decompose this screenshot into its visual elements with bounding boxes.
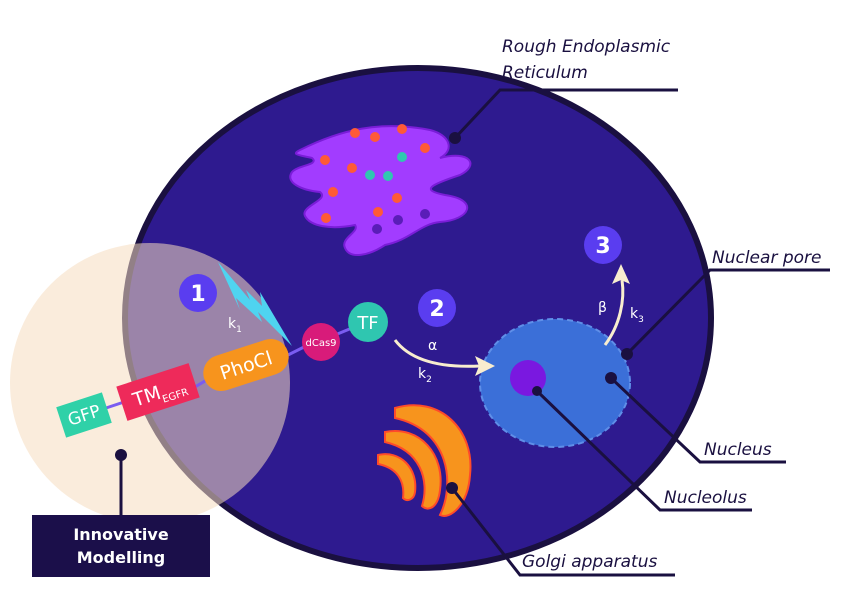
gfp-block: GFP — [56, 392, 112, 438]
beta-label: β — [598, 300, 607, 316]
nucleolus-label: Nucleolus — [664, 488, 747, 508]
phocl-block: PhoCl — [203, 338, 289, 392]
innovative-modelling-badge: Innovative Modelling — [32, 515, 210, 577]
step-3-number: 3 — [595, 234, 610, 259]
tm-egfr-block: TM EGFR — [116, 363, 200, 421]
lightning-icon — [218, 262, 292, 346]
rough-er-label-line1: Rough Endoplasmic — [502, 37, 671, 57]
tf-block: TF — [348, 302, 388, 342]
nucleus-label: Nucleus — [704, 440, 772, 460]
nucleus — [479, 318, 631, 448]
step-1: 1 — [179, 274, 217, 312]
rough-er — [289, 124, 472, 256]
badge-line2: Modelling — [77, 548, 166, 567]
tf-label: TF — [356, 313, 378, 334]
nuclear-pore-label: Nuclear pore — [712, 248, 821, 268]
callout-lines — [119, 88, 830, 577]
golgi-label: Golgi apparatus — [522, 552, 657, 572]
step-2: 2 — [418, 289, 456, 327]
step-2-number: 2 — [429, 297, 444, 322]
k2-label: k2 — [418, 366, 432, 385]
fusion-construct: GFP TM EGFR PhoCl dCas9 TF — [56, 302, 388, 438]
callout-dots — [115, 132, 633, 494]
k1-label: k1 — [228, 316, 242, 335]
dcas9-label: dCas9 — [305, 338, 336, 349]
arrow-to-nucleus — [393, 339, 495, 376]
step-1-number: 1 — [190, 282, 205, 307]
step-3: 3 — [584, 226, 622, 264]
alpha-label: α — [428, 338, 437, 354]
arrow-out-nucleus — [603, 264, 630, 346]
badge-line1: Innovative — [73, 525, 169, 544]
dcas9-block: dCas9 — [302, 323, 340, 361]
k3-label: k3 — [630, 306, 644, 325]
rough-er-label-line2: Reticulum — [502, 63, 588, 83]
